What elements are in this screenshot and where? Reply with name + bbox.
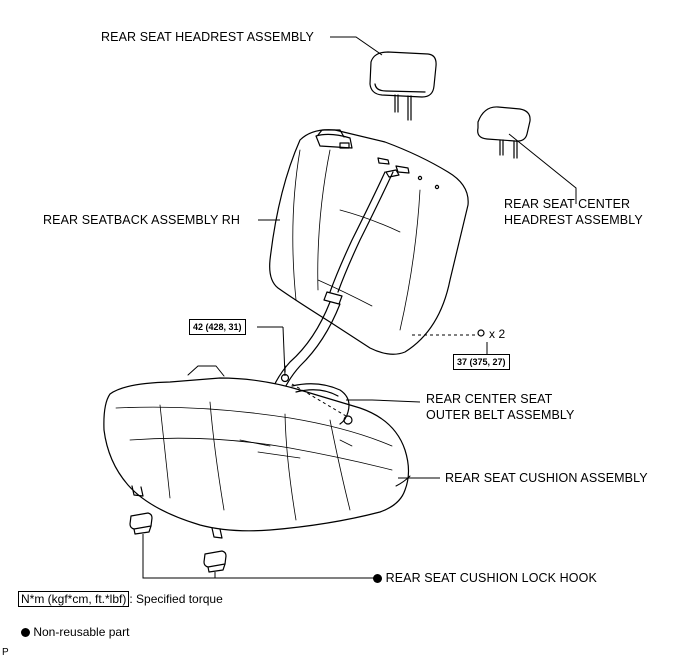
leader-lines [142, 36, 577, 579]
label-center-belt-line2: OUTER BELT ASSEMBLY [426, 408, 575, 422]
label-center-belt-line1: REAR CENTER SEAT [426, 392, 553, 406]
legend-torque-desc: : Specified torque [129, 592, 223, 606]
legend-nonreusable: Non-reusable part [21, 624, 129, 640]
corner-mark: P [2, 647, 9, 658]
cushion-drawing [103, 365, 411, 539]
label-seatback: REAR SEATBACK ASSEMBLY RH [43, 213, 241, 227]
seatback-bolt [477, 329, 485, 337]
center-headrest-drawing [477, 106, 531, 159]
torque-box-seatback-bolt: 37 (375, 27) [453, 354, 510, 370]
legend-torque-units: N*m (kgf*cm, ft.*lbf) [18, 591, 130, 607]
label-center-headrest-line2: HEADREST ASSEMBLY [504, 213, 643, 227]
label-lock-hook: REAR SEAT CUSHION LOCK HOOK [373, 571, 597, 586]
torque-box-belt-bolt: 42 (428, 31) [189, 319, 246, 335]
legend-nonreusable-desc: Non-reusable part [33, 625, 130, 639]
quantity-label: x 2 [489, 327, 506, 341]
legend-torque: N*m (kgf*cm, ft.*lbf): Specified torque [18, 591, 223, 607]
headrest-drawing [369, 51, 437, 121]
label-lock-hook-text: REAR SEAT CUSHION LOCK HOOK [385, 571, 597, 585]
label-cushion: REAR SEAT CUSHION ASSEMBLY [445, 471, 648, 485]
nonreusable-dot-icon [373, 574, 382, 583]
label-headrest: REAR SEAT HEADREST ASSEMBLY [101, 30, 314, 44]
seatback-drawing [253, 129, 469, 437]
lock-hook-drawing [129, 512, 227, 573]
label-center-headrest-line1: REAR SEAT CENTER [504, 197, 631, 211]
nonreusable-legend-dot-icon [21, 628, 30, 637]
dashed-lines [291, 334, 476, 417]
